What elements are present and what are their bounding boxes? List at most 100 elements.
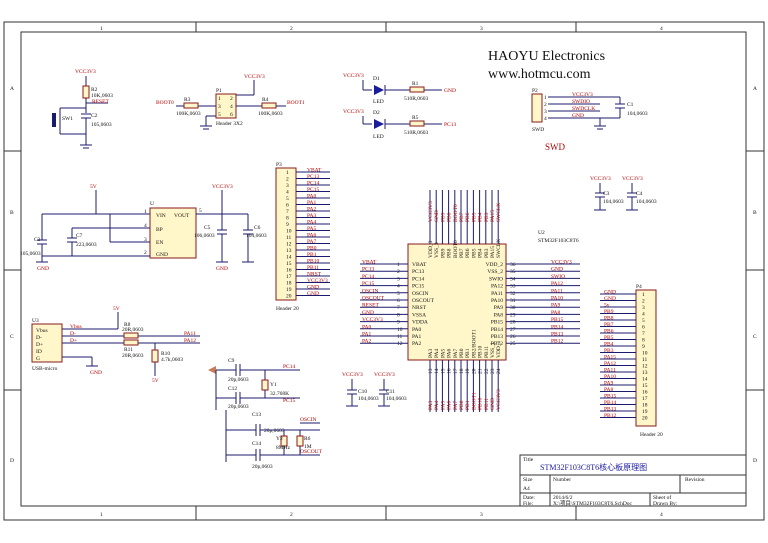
row-label-left: C (10, 334, 14, 340)
svg-text:4: 4 (230, 104, 233, 110)
u2-pin-name: PB0 (459, 348, 465, 358)
p3-pin-number: 13 (286, 248, 292, 254)
svg-text:R8: R8 (124, 322, 131, 328)
svg-text:C7: C7 (76, 233, 83, 239)
p4-pin-number: 1 (642, 292, 645, 298)
u2-pin-name: VSS_1 (490, 342, 496, 358)
svg-text:Drawn By:: Drawn By: (653, 501, 678, 507)
svg-text:PC15: PC15 (283, 398, 295, 404)
u2-net-label: PA7 (453, 400, 459, 410)
p4-net-label: PB8 (604, 316, 614, 322)
svg-text:510R,0603: 510R,0603 (404, 96, 429, 102)
svg-text:VOUT: VOUT (174, 213, 190, 219)
p4-net-label: PB15 (604, 394, 616, 400)
svg-text:1: 1 (144, 209, 147, 215)
u2-net-label: PC13 (362, 267, 374, 273)
p3-pin-number: 16 (286, 268, 292, 274)
svg-text:104,0603: 104,0603 (358, 396, 379, 402)
svg-text:PA12: PA12 (184, 338, 196, 344)
svg-text:VCC3V3: VCC3V3 (212, 184, 233, 190)
p3-pin-number: 5 (286, 196, 289, 202)
p3-net-label: GND (307, 291, 319, 297)
u2-pin-name: VBAT (412, 262, 427, 268)
u2-pin-number: 31 (510, 298, 516, 304)
svg-text:223,0603: 223,0603 (76, 242, 97, 248)
svg-text:VCC3V3: VCC3V3 (342, 372, 363, 378)
u2-net-label: PA1 (362, 332, 372, 338)
svg-text:6: 6 (230, 112, 233, 118)
u2-pin-name: PA7 (453, 348, 459, 358)
svg-text:Header 20: Header 20 (640, 432, 663, 438)
u2-net-label: PB1 (465, 400, 471, 410)
resistor-r4 (261, 102, 277, 109)
u2-pin-name: PA8 (494, 312, 504, 318)
u2-net-label: OSCOUT (362, 296, 385, 302)
mcu-u2: U2 STM32F103C8T6 VBAT1VBATPC132PC13PC143… (360, 190, 580, 412)
svg-text:Vbus: Vbus (70, 324, 82, 330)
p4-net-label: PA11 (604, 368, 616, 374)
p4-net-label: PB12 (604, 413, 616, 419)
svg-text:D+: D+ (36, 342, 43, 348)
row-label-left: A (10, 86, 14, 92)
svg-text:P2: P2 (532, 88, 538, 94)
u2-pin-name: PC13 (412, 269, 424, 275)
svg-text:5: 5 (218, 112, 221, 118)
svg-text:100K,0603: 100K,0603 (258, 111, 283, 117)
u2-pin-name: PB6 (465, 248, 471, 258)
u2-pin-number: 7 (397, 305, 400, 311)
p4-pin-number: 3 (642, 305, 645, 311)
p3-net-label: PA5 (307, 226, 317, 232)
p3-net-label: PA6 (307, 233, 317, 239)
u2-pin-name: PB4 (478, 248, 484, 258)
u2-pin-number: 20 (471, 368, 477, 374)
p3-net-label: PC15 (307, 187, 319, 193)
p3-pin-number: 10 (286, 229, 292, 235)
u2-pin-name: PA2 (412, 341, 422, 347)
u2-pin-number: 21 (478, 368, 484, 374)
svg-text:C1: C1 (627, 102, 634, 108)
u2-net-label: PB9 (440, 212, 446, 222)
p4-pin-number: 19 (642, 409, 648, 415)
svg-text:C3: C3 (603, 191, 610, 197)
u2-pin-name: SWCLK (496, 239, 502, 258)
u2-pin-number: 26 (510, 334, 516, 340)
u2-net-label: PB15 (551, 317, 563, 323)
svg-text:5: 5 (199, 208, 202, 214)
svg-text:C9: C9 (228, 358, 235, 364)
resistor-r8 (123, 332, 139, 339)
col-label-bottom: 3 (480, 512, 483, 518)
p4-pin-number: 10 (642, 351, 648, 357)
p3-net-label: PA0 (307, 194, 317, 200)
col-label-bottom: 4 (660, 512, 663, 518)
u2-pin-name: PB10 (478, 346, 484, 358)
u2-net-label: PB3 (484, 212, 490, 222)
svg-text:Size: Size (523, 477, 533, 483)
p3-pin-number: 18 (286, 281, 292, 287)
svg-text:GND: GND (444, 88, 456, 94)
u2-net-label: PB11 (484, 398, 490, 410)
p3-net-label: PA3 (307, 213, 317, 219)
u2-pin-number: 15 (440, 368, 446, 374)
u2-pin-name: PB7 (459, 248, 465, 258)
svg-text:A4: A4 (523, 486, 530, 492)
svg-text:Vbus: Vbus (36, 328, 48, 334)
svg-text:D+: D+ (70, 338, 77, 344)
u2-pin-number: 24 (496, 368, 502, 374)
mcu-body (407, 243, 507, 361)
u2-pin-name: PA4 (434, 348, 440, 358)
decoupling-caps-top: VCC3V3 C3 104,0603 VCC3V3 C4 104,0603 (590, 176, 657, 211)
p4-net-label: PB14 (604, 400, 616, 406)
schematic-title: STM32F103C8T6核心板原理图 (540, 462, 647, 472)
usb-connector: U3 Vbus D- D+ ID G USB-micro Vbus 5V D- … (31, 306, 200, 384)
swd-section-label: SWD (545, 142, 566, 152)
p3-pin-number: 12 (286, 242, 292, 248)
p4-pin-number: 4 (642, 312, 645, 318)
svg-text:20p,0603: 20p,0603 (252, 464, 273, 470)
p3-pin-number: 19 (286, 287, 292, 293)
resistor-r6 (296, 435, 304, 447)
col-label-bottom: 1 (100, 512, 103, 518)
u2-pin-number: 32 (510, 291, 516, 297)
p3-net-label: PA4 (307, 220, 317, 226)
crystal-32k: C9 20p,0603 PC14 C12 20p,0603 PC15 Y1 32… (208, 358, 300, 410)
